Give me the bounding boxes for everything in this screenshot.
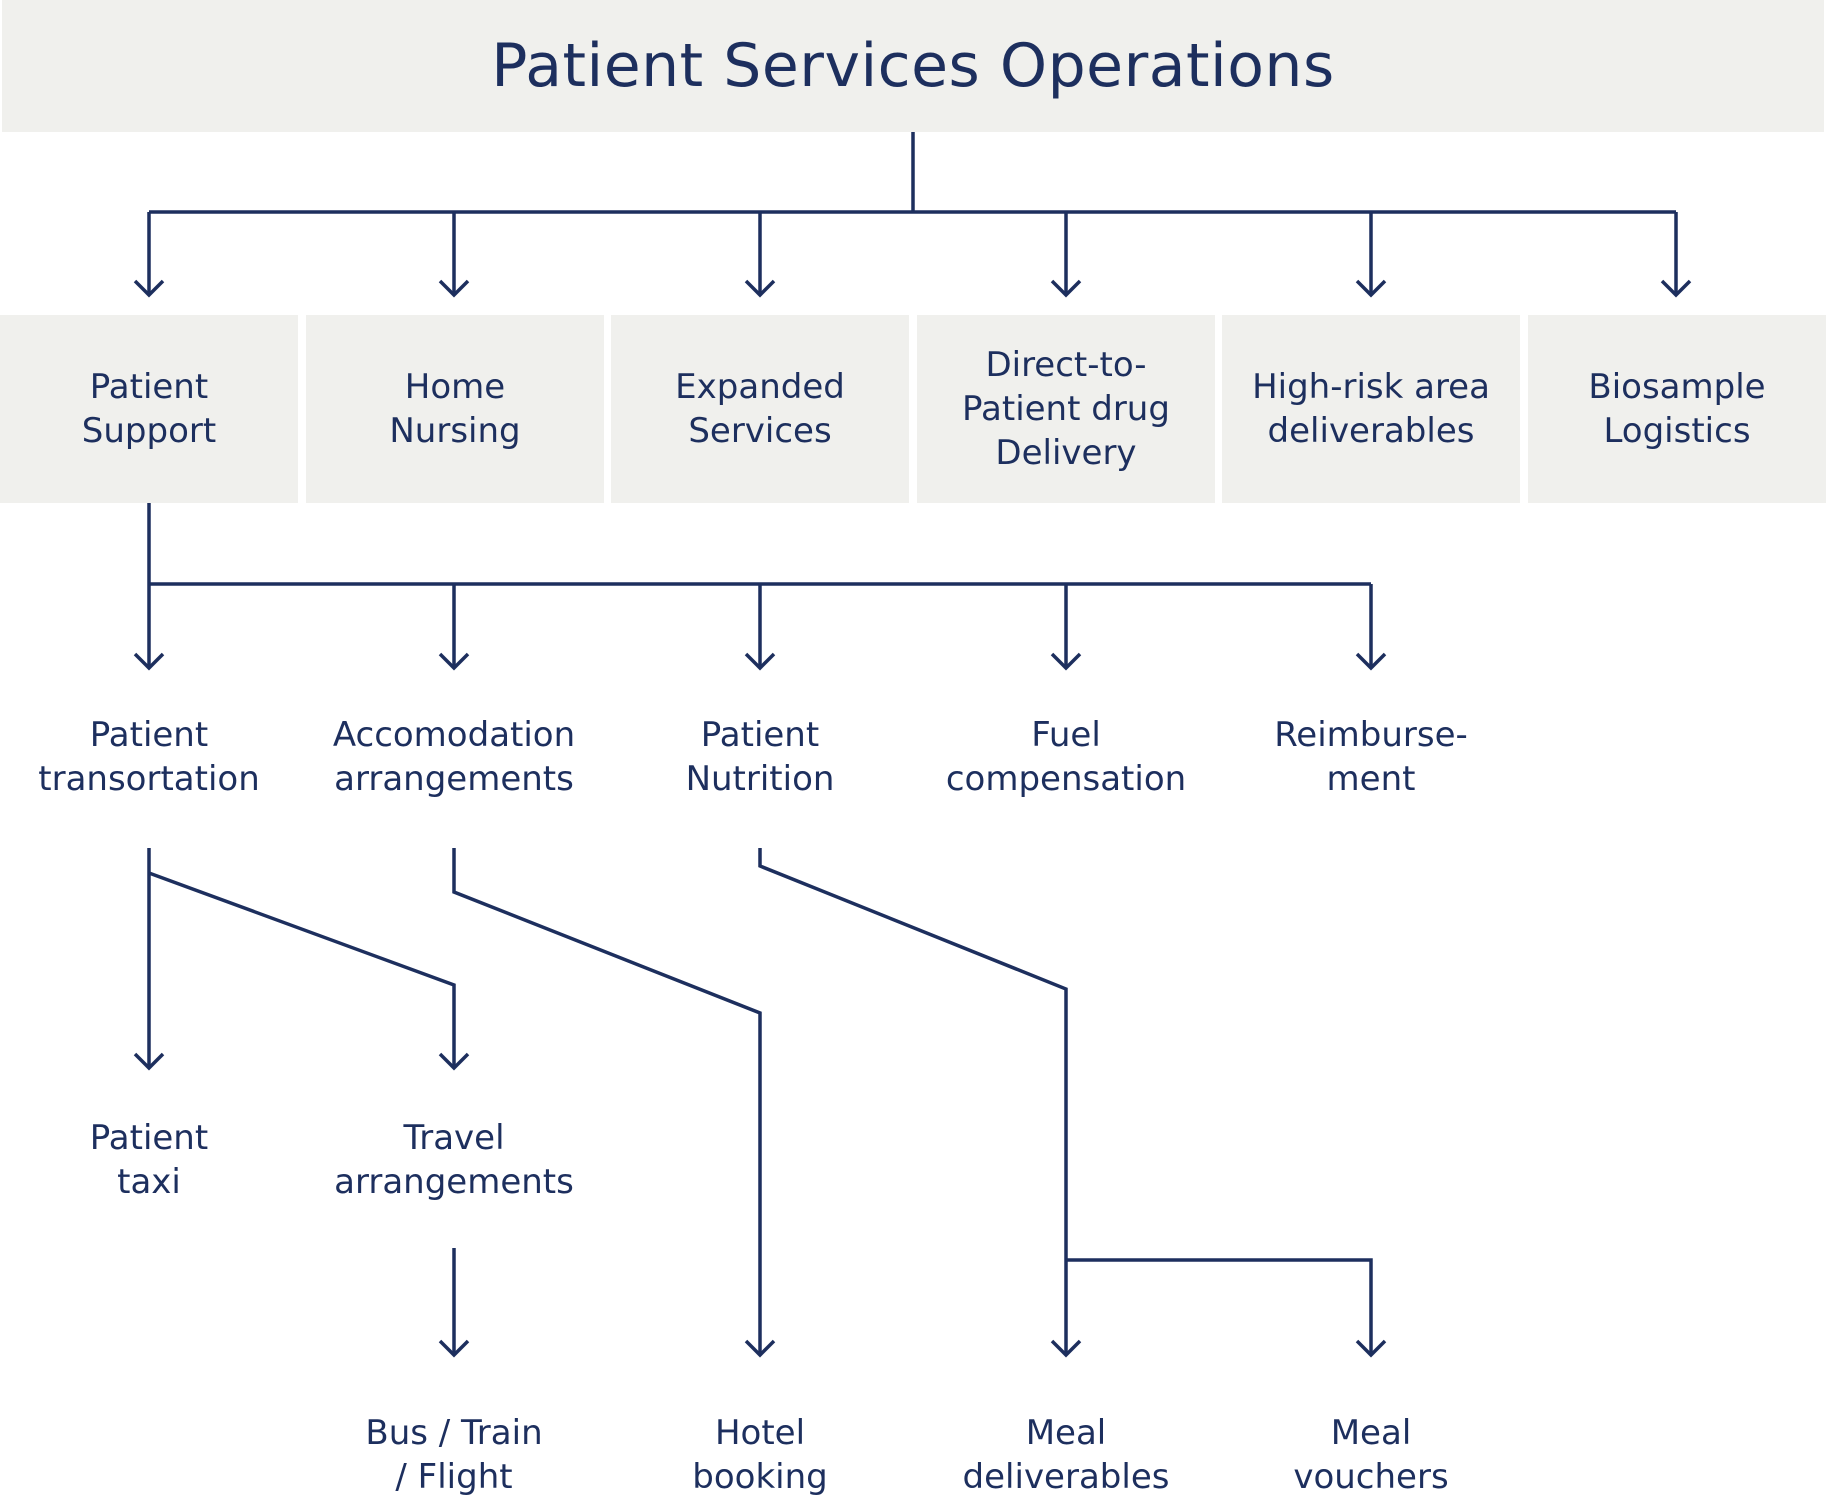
- node-meal-deliverables: Meal deliverables: [962, 1413, 1170, 1497]
- diagram-title: Patient Services Operations: [491, 31, 1335, 101]
- node-fuel-compensation: Fuel compensation: [945, 715, 1187, 799]
- node-high-risk: High-risk area deliverables: [1222, 315, 1520, 503]
- node-patient-nutrition: Patient Nutrition: [685, 715, 835, 799]
- node-accomodation: Accomodation arrangements: [332, 715, 576, 799]
- node-label: High-risk area deliverables: [1252, 367, 1490, 451]
- node-label: Direct-to- Patient drug Delivery: [962, 345, 1170, 473]
- node-home-nursing: Home Nursing: [306, 315, 604, 503]
- node-expanded-services: Expanded Services: [611, 315, 909, 503]
- node-biosample: Biosample Logistics: [1528, 315, 1826, 503]
- node-label: Expanded Services: [675, 367, 845, 451]
- arrowheads: [133, 279, 1692, 1358]
- node-bus-train-flight: Bus / Train / Flight: [365, 1413, 543, 1497]
- node-direct-to-patient: Direct-to- Patient drug Delivery: [917, 315, 1215, 503]
- connector-to-meal-deliverables: [758, 848, 1068, 1355]
- node-label: Patient Support: [81, 367, 217, 451]
- connector-to-meal-vouchers: [1066, 1258, 1373, 1355]
- node-label: Biosample Logistics: [1588, 367, 1766, 451]
- node-patient-taxi: Patient taxi: [89, 1118, 209, 1202]
- node-meal-vouchers: Meal vouchers: [1293, 1413, 1449, 1497]
- node-travel-arrangements: Travel arrangements: [334, 1118, 574, 1202]
- node-label: Home Nursing: [389, 367, 521, 451]
- node-reimbursement: Reimburse- ment: [1274, 715, 1468, 799]
- connector-to-travel: [148, 871, 456, 1068]
- connector-to-hotel: [452, 848, 762, 1355]
- node-hotel-booking: Hotel booking: [692, 1413, 828, 1497]
- node-patient-support: Patient Support: [0, 315, 298, 503]
- root-node: Patient Services Operations: [2, 0, 1824, 132]
- node-patient-transportation: Patient transortation: [38, 715, 260, 799]
